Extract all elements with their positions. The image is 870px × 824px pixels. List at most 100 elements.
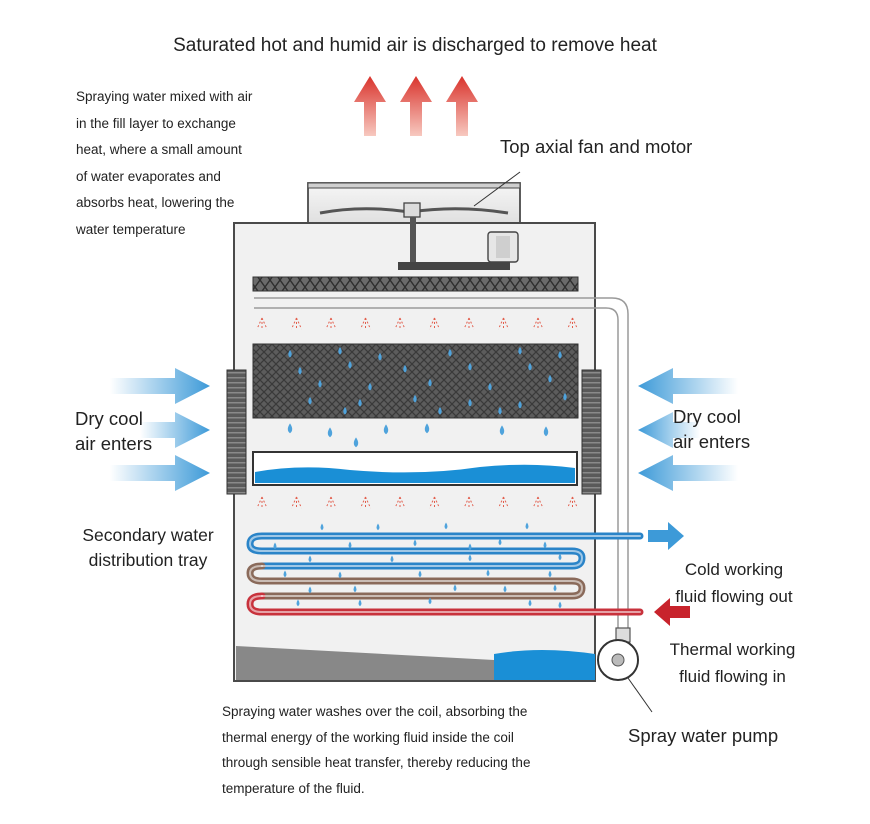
water-drop — [558, 601, 562, 609]
right-louver — [581, 369, 602, 495]
water-drop — [428, 597, 432, 605]
secondary-distribution-tray — [252, 451, 578, 486]
water-drop — [403, 364, 407, 373]
water-drop — [308, 396, 312, 405]
right-arrow-icon — [110, 455, 210, 491]
fan-label: Top axial fan and motor — [500, 136, 693, 157]
spray-water-pump — [597, 639, 653, 713]
water-drop — [327, 427, 333, 438]
water-drop — [358, 599, 362, 607]
water-drop — [298, 366, 302, 375]
water-drop — [273, 542, 277, 550]
hot-fluid-in-label: Thermal working fluid flowing in — [669, 640, 796, 686]
left-arrow-icon — [638, 455, 738, 491]
water-drop — [413, 539, 417, 547]
water-droplets — [273, 346, 567, 609]
water-drop — [468, 398, 472, 407]
water-drop — [498, 538, 502, 546]
coil-note: Spraying water washes over the coil, abs… — [222, 704, 531, 796]
cold-fluid-out-label: Cold working fluid flowing out — [675, 560, 793, 606]
sump-basin — [236, 646, 595, 680]
water-drop — [308, 555, 312, 563]
fan-housing — [307, 171, 521, 224]
motor-assembly — [398, 217, 519, 270]
secondary-tray-label: Secondary water distribution tray — [82, 525, 214, 570]
water-drop — [383, 424, 389, 435]
left-arrow-icon — [638, 368, 738, 404]
water-drop — [499, 425, 505, 436]
water-drop — [320, 523, 324, 531]
water-drop — [453, 584, 457, 592]
water-drop — [438, 406, 442, 415]
water-drop — [296, 599, 300, 607]
water-drop — [503, 585, 507, 593]
water-drop — [343, 406, 347, 415]
water-drop — [448, 348, 452, 357]
water-drop — [368, 382, 372, 391]
water-drop — [418, 570, 422, 578]
water-drop — [528, 362, 532, 371]
water-drop — [558, 553, 562, 561]
fill-layer — [252, 343, 579, 419]
water-drop — [308, 586, 312, 594]
water-drop — [468, 362, 472, 371]
drift-eliminator — [252, 276, 579, 292]
up-arrow-icon — [446, 76, 478, 136]
water-drop — [348, 360, 352, 369]
water-drop — [444, 522, 448, 530]
water-drop — [288, 349, 292, 358]
dry-air-right-label: Dry cool air enters — [673, 406, 751, 452]
water-drop — [468, 543, 472, 551]
water-drop — [413, 394, 417, 403]
diagram-title: Saturated hot and humid air is discharge… — [173, 35, 657, 56]
air-inlet-arrows-right — [638, 368, 738, 491]
water-drop — [488, 382, 492, 391]
air-inlet-arrows-left — [110, 368, 210, 491]
water-drop — [338, 571, 342, 579]
water-drop — [348, 541, 352, 549]
water-drop — [498, 406, 502, 415]
right-arrow-icon — [110, 368, 210, 404]
pump-label: Spray water pump — [628, 725, 779, 746]
water-drop — [378, 352, 382, 361]
water-drop — [548, 570, 552, 578]
upper-spray-nozzles — [256, 317, 578, 330]
left-louver — [226, 369, 247, 495]
water-drop — [558, 350, 562, 359]
heat-exchange-coil — [246, 532, 644, 616]
left-arrow-icon — [638, 412, 700, 448]
water-drop — [563, 392, 567, 401]
fluid-out-arrow-icon — [648, 522, 684, 550]
lower-spray-nozzles — [256, 496, 578, 509]
fill-layer-note: Spraying water mixed with air in the fil… — [76, 89, 253, 237]
dry-air-left-label: Dry cool air enters — [75, 408, 153, 454]
water-drop — [428, 378, 432, 387]
water-drop — [358, 398, 362, 407]
water-drop — [353, 437, 359, 448]
spray-water-pipe — [254, 297, 629, 632]
water-drop — [424, 423, 430, 434]
water-drop — [318, 379, 322, 388]
up-arrow-icon — [400, 76, 432, 136]
water-drop — [528, 599, 532, 607]
water-drop — [553, 584, 557, 592]
up-arrow-icon — [354, 76, 386, 136]
water-drop — [283, 570, 287, 578]
water-drop — [525, 522, 529, 530]
water-drop — [543, 541, 547, 549]
water-drop — [287, 423, 293, 434]
water-drop — [548, 374, 552, 383]
water-drop — [486, 569, 490, 577]
water-drop — [390, 555, 394, 563]
water-drop — [518, 346, 522, 355]
water-drop — [353, 585, 357, 593]
water-drop — [468, 554, 472, 562]
water-drop — [338, 346, 342, 355]
fluid-in-arrow-icon — [654, 598, 690, 626]
water-drop — [543, 426, 549, 437]
exhaust-arrows — [354, 76, 478, 136]
right-arrow-icon — [140, 412, 210, 448]
water-drop — [376, 523, 380, 531]
water-drop — [518, 400, 522, 409]
